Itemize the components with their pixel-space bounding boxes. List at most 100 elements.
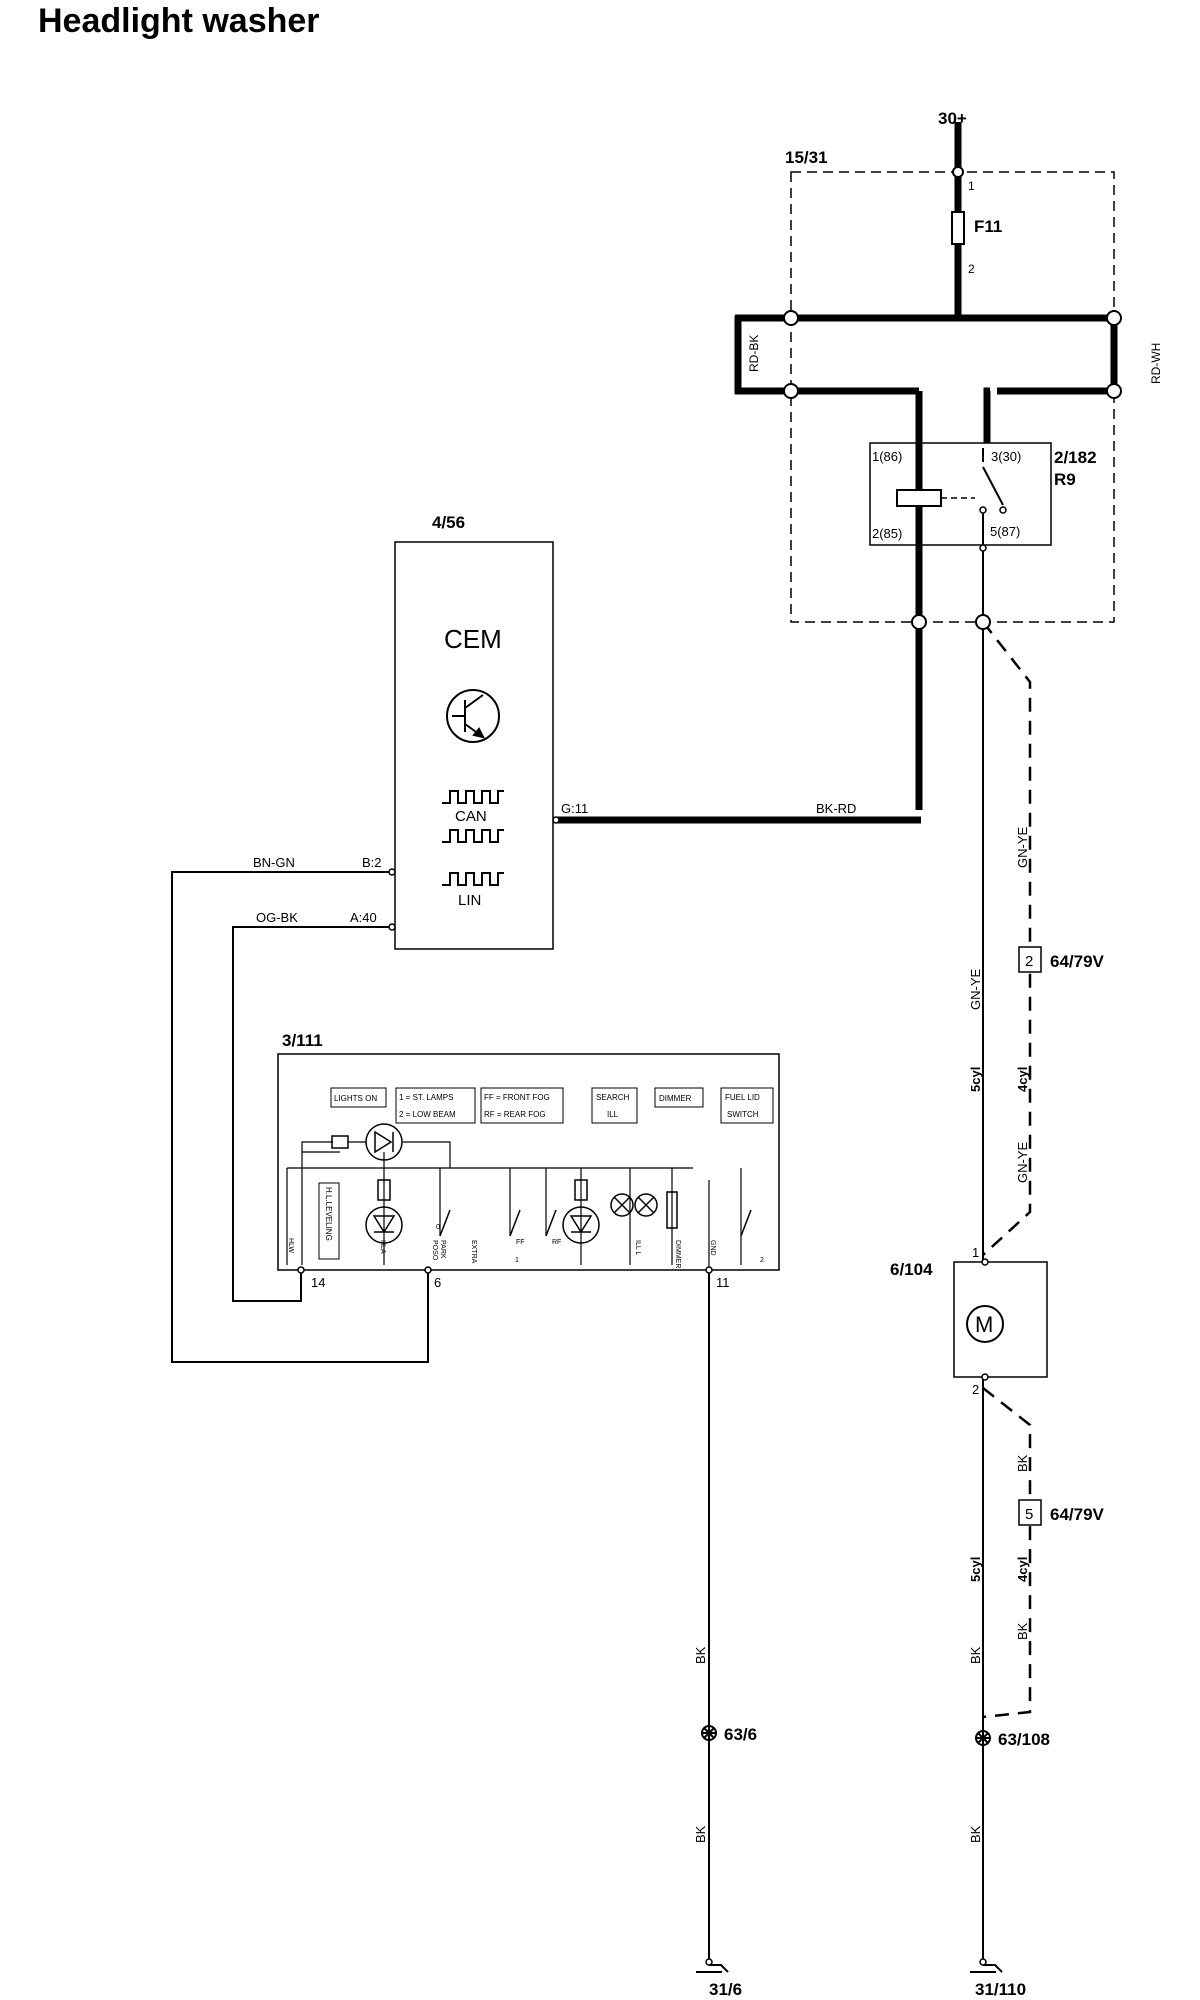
- wire-bk-left-lower: BK: [693, 1825, 708, 1843]
- wire-bk-rd: BK-RD: [816, 801, 856, 816]
- wire-gn-ye-dashed-bottom: GN-YE: [1015, 1142, 1030, 1184]
- low-beam-label: 2 = LOW BEAM: [399, 1110, 456, 1119]
- motor-pin-1-node: [981, 1258, 989, 1266]
- rf-label: RF: [552, 1239, 561, 1246]
- variant-5cyl-top: 5cyl: [968, 1067, 983, 1092]
- switch-relay-coil-icons: [331, 1135, 678, 1229]
- ground-point-1: 63/6: [724, 1725, 757, 1744]
- cem-can-label: CAN: [455, 808, 487, 825]
- pin-one-label: 1: [515, 1257, 519, 1264]
- variant-4cyl-bottom: 4cyl: [1015, 1557, 1030, 1582]
- cem-lin-label: LIN: [458, 892, 481, 909]
- fuse-pin-1: 1: [968, 179, 975, 193]
- relay-pin-1: 1(86): [872, 449, 902, 464]
- fuse-f11-symbol: [951, 211, 965, 245]
- extra-label: EXTRA: [470, 1240, 477, 1264]
- switch-label-boxes: [318, 1087, 774, 1260]
- relay-name: R9: [1054, 470, 1076, 489]
- fuse-box-id: 15/31: [785, 148, 828, 167]
- switch-pin-6-node: [424, 1266, 432, 1274]
- wire-bk-dashed-bottom: BK: [1015, 1622, 1030, 1640]
- zero-label: 0: [436, 1224, 440, 1231]
- ground-2: 31/110: [975, 1980, 1026, 1999]
- supply-label: 30+: [938, 109, 967, 128]
- cem-pin-b2: B:2: [362, 855, 382, 870]
- switch-pin-texts: HLW HLA POSO PARK EXTRA FF RF ILL L DIMM…: [287, 1224, 764, 1268]
- switch-pin-11-node: [705, 1266, 713, 1274]
- switch-pin-11: 11: [716, 1275, 730, 1290]
- ground-1: 31/6: [709, 1980, 742, 1999]
- switch-internal-circuit: [286, 1141, 742, 1270]
- bus-nodes: [783, 310, 1122, 630]
- ground-terminal-node-2: [979, 1958, 987, 1966]
- ground-point-2: 63/108: [998, 1730, 1050, 1749]
- wire-bn-gn: BN-GN: [253, 855, 295, 870]
- ground-point-icons: [701, 1725, 991, 1746]
- ground-terminal-node-1: [705, 1958, 713, 1966]
- rear-fog-label: RF = REAR FOG: [484, 1110, 546, 1119]
- wire-bk-solid-right-upper: BK: [968, 1646, 983, 1664]
- cem-pin-a40: A:40: [350, 910, 377, 925]
- switch-contacts: [439, 1209, 752, 1237]
- wire-bk-solid-right-lower: BK: [968, 1825, 983, 1843]
- switch-lamp-icons: [610, 1193, 658, 1217]
- hlw-label: HLW: [287, 1238, 294, 1253]
- relay-contact-arm: [982, 466, 1004, 506]
- wire-bk-dashed-top: BK: [1015, 1454, 1030, 1472]
- motor-pin-2: 2: [972, 1382, 979, 1397]
- motor-symbol: M: [975, 1312, 993, 1337]
- ill-label: ILL: [607, 1110, 619, 1119]
- motor-pin-2-node: [981, 1373, 989, 1381]
- ground-terminal-icons: [696, 1964, 1003, 1973]
- variant-5cyl-bottom: 5cyl: [968, 1557, 983, 1582]
- motor-id: 6/104: [890, 1260, 933, 1279]
- dimmer-pin-label: DIMMER: [674, 1240, 681, 1268]
- ill-l-label: ILL L: [634, 1240, 641, 1255]
- fuse-pin-2: 2: [968, 262, 975, 276]
- motor-pin-1: 1: [972, 1245, 979, 1260]
- bus-junction: [955, 315, 961, 321]
- cem-label: CEM: [444, 624, 502, 654]
- switch-led-icons: [365, 1123, 600, 1244]
- fuse-label: F11: [974, 217, 1002, 236]
- page-title: Headlight washer: [38, 2, 320, 40]
- front-fog-label: FF = FRONT FOG: [484, 1093, 550, 1102]
- switch-pin-14: 14: [311, 1275, 325, 1290]
- connector-top-id: 64/79V: [1050, 952, 1105, 971]
- variant-4cyl-top: 4cyl: [1015, 1067, 1030, 1092]
- relay-contact-node-no: [979, 506, 987, 514]
- switch-module-box: [277, 1053, 780, 1271]
- wire-rd-bk: RD-BK: [747, 335, 761, 372]
- cem-pin-b2-node: [388, 868, 396, 876]
- cem-pin-g11-node: [552, 816, 560, 824]
- lights-on-label: LIGHTS ON: [334, 1094, 377, 1103]
- hla-label: HLA: [379, 1240, 386, 1254]
- relay-contact-node-nc: [999, 506, 1007, 514]
- dashed-4cyl-path: [982, 621, 1032, 1719]
- dimmer-label: DIMMER: [659, 1094, 692, 1103]
- right-wire-labels: GN-YE GN-YE GN-YE BK BK BK BK BK BK: [693, 827, 1030, 1844]
- variant-labels: 5cyl 4cyl 5cyl 4cyl: [968, 1067, 1030, 1582]
- gnd-label: GND: [709, 1240, 716, 1256]
- wire-rd-wh: RD-WH: [1149, 343, 1163, 384]
- poso-label: POSO: [431, 1240, 438, 1261]
- switch-pin-14-node: [297, 1266, 305, 1274]
- relay-coil: [896, 489, 942, 507]
- connector-bottom-pin: 5: [1025, 1506, 1033, 1523]
- wire-gn-ye-dashed-top: GN-YE: [1015, 827, 1030, 869]
- ff-label: FF: [516, 1239, 525, 1246]
- switch-label-texts: LIGHTS ON 1 = ST. LAMPS 2 = LOW BEAM FF …: [324, 1093, 760, 1241]
- pin-two-label: 2: [760, 1257, 764, 1264]
- hl-leveling-label: H.L.LEVELING: [324, 1187, 333, 1241]
- wire-bk-left-upper: BK: [693, 1646, 708, 1664]
- switch-module-id: 3/111: [282, 1031, 323, 1050]
- connector-bottom-id: 64/79V: [1050, 1505, 1105, 1524]
- park-label: PARK: [439, 1240, 446, 1259]
- cem-can-waveform-icon: [442, 790, 504, 886]
- cem-box: [394, 541, 554, 950]
- relay-pin-2: 2(85): [872, 526, 902, 541]
- cem-pin-a40-node: [388, 923, 396, 931]
- cem-pin-g11: G:11: [561, 801, 588, 816]
- st-lamps-label: 1 = ST. LAMPS: [399, 1093, 453, 1102]
